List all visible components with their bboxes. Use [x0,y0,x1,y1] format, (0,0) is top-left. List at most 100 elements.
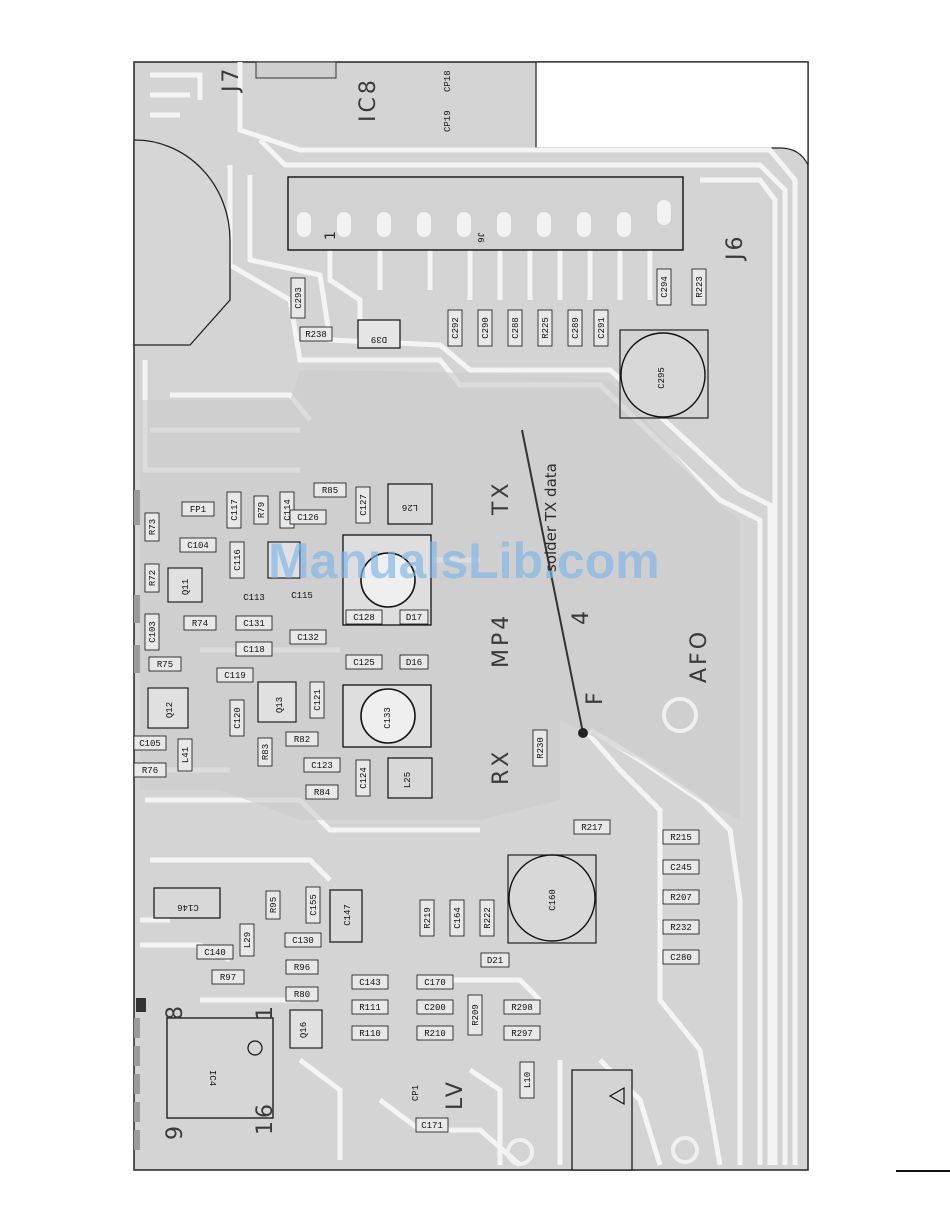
r85-label: R85 [322,486,338,496]
c289-label: C289 [571,317,581,339]
r215-label: R215 [670,833,692,843]
c146-body [153,887,221,919]
c146-label: C146 [177,902,199,912]
r230-label: R230 [536,737,546,759]
annotation-leader-line [521,429,584,734]
j7-outline [255,61,337,79]
c104-label: C104 [187,541,209,551]
r80-label: R80 [294,990,310,1000]
c116-label: C116 [233,549,243,571]
ic4-body [166,1017,274,1119]
trimmer-upper [360,552,416,608]
c295-body [620,332,706,418]
j6-inner-label: J6 [475,232,485,243]
c119-label: C119 [224,671,246,681]
c126-label: C126 [297,513,319,523]
q12-label: Q12 [165,702,175,718]
l25-label: L25 [403,772,413,788]
c117-label: C117 [230,499,240,521]
bottom-connector [571,1069,633,1171]
r223-label: R223 [695,276,705,298]
r225-label: R225 [541,317,551,339]
ic4-pin9-label: 9 [163,1123,188,1140]
afo-label: AFO [687,629,712,683]
r72-label: R72 [148,570,158,586]
cp19-label: CP19 [443,110,453,132]
c295-outline [619,329,709,419]
r76-label: R76 [142,766,158,776]
fp1-label: FP1 [190,505,206,515]
r75-label: R75 [157,660,173,670]
watermark: ManualsLib.com [268,533,660,589]
ic8-label: IC8 [356,77,381,122]
q13-label: Q13 [275,697,285,713]
c280-label: C280 [670,953,692,963]
c160-label: C160 [548,889,558,911]
j6-connector [287,176,684,251]
solder-point [578,728,588,738]
c294-label: C294 [660,276,670,298]
c130-label: C130 [292,936,314,946]
c105-label: C105 [139,739,161,749]
r222-label: R222 [483,907,493,929]
r84-label: R84 [314,788,330,798]
c127-label: C127 [359,494,369,516]
c125-label: C125 [353,658,375,668]
r207-label: R207 [670,893,692,903]
c200-label: C200 [424,1003,446,1013]
cp18-label: CP18 [443,70,453,92]
j6-pin1-label: 1 [323,231,339,240]
r111-label: R111 [359,1003,381,1013]
c155-label: C155 [309,894,319,916]
r97-label: R97 [220,973,236,983]
c164-label: C164 [453,907,463,929]
c295-label: C295 [657,367,667,389]
ic4-pin1-label: 1 [253,1003,278,1020]
r238-label: R238 [305,330,327,340]
c293-label: C293 [294,287,304,309]
c140-label: C140 [204,948,226,958]
ic4-pin8-label: 8 [163,1003,188,1020]
r73-label: R73 [148,519,158,535]
ground-pour [140,370,740,820]
q16-label: Q16 [299,1022,309,1038]
l26-label: L26 [402,502,418,512]
large-round-component [133,139,231,346]
c160-body [508,854,596,942]
c121-label: C121 [313,689,323,711]
d39-body [357,319,401,349]
c143-label: C143 [359,978,381,988]
c113-label: C113 [243,593,265,603]
cp1-label: CP1 [411,1085,421,1101]
r297-label: R297 [511,1029,533,1039]
component-labels: C293 R238 D39 C292 C290 C288 R225 C289 C… [133,268,707,1133]
c115-label: C115 [291,591,313,601]
copper-traces [140,62,798,1167]
c245-label: C245 [670,863,692,873]
c290-label: C290 [481,317,491,339]
rx-label: RX [489,749,514,785]
l25-body [387,757,433,799]
ic4-pin16-label: 16 [253,1101,278,1135]
r232-label: R232 [670,923,692,933]
left-edge-pads [134,490,146,1150]
trimmer-lower [360,688,416,744]
c171-label: C171 [421,1121,443,1131]
c118-label: C118 [243,645,265,655]
r96-label: R96 [294,963,310,973]
ic4-pin1-mark [247,1040,263,1056]
j6-label: J6 [723,234,748,263]
l29-label: L29 [243,932,253,948]
l26-body [387,483,433,525]
r210-label: R210 [424,1029,446,1039]
r82-label: R82 [294,735,310,745]
r219-label: R219 [423,907,433,929]
c132-label: C132 [297,633,319,643]
c292-label: C292 [451,317,461,339]
connector-triangle [608,1086,625,1106]
f-label: F [583,689,608,705]
transistor-outlines [147,541,323,1049]
d17-label: D17 [406,613,422,623]
r217-label: R217 [581,823,603,833]
c120-label: C120 [233,707,243,729]
